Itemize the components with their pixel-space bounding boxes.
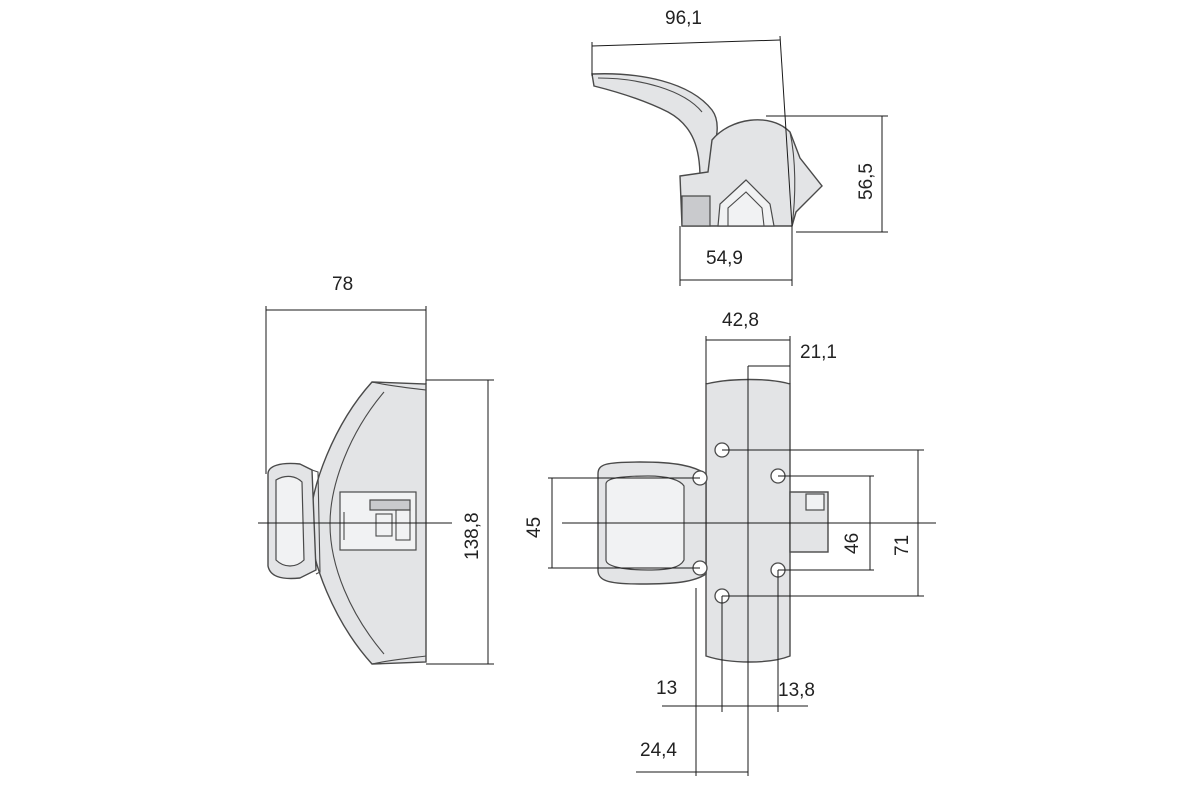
dim-offset-right-hole: 13,8 xyxy=(778,680,815,701)
dim-depth: 78 xyxy=(332,274,353,295)
dim-handle-hole-spacing: 45 xyxy=(524,517,545,538)
dim-height-side: 138,8 xyxy=(462,512,483,560)
dim-inner-hole-spacing: 46 xyxy=(842,533,863,554)
top-view-arch xyxy=(717,179,775,227)
dim-offset-left-hole: 13 xyxy=(656,678,677,699)
dim-body-width: 42,8 xyxy=(722,310,759,331)
front-view: 42,8 21,1 45 46 71 13 13,8 24,4 xyxy=(524,310,936,776)
dim-outer-hole-spacing: 71 xyxy=(892,535,913,556)
dim-base-width: 54,9 xyxy=(706,248,743,269)
dim-offset-body-edge: 24,4 xyxy=(640,740,677,761)
dim-half-width: 21,1 xyxy=(800,342,837,363)
dim-height-top: 56,5 xyxy=(856,163,877,200)
dim-overall-length: 96,1 xyxy=(665,8,702,29)
top-view-lever xyxy=(591,73,718,179)
top-view-base-step xyxy=(681,195,711,227)
side-view: 78 138,8 xyxy=(258,274,494,665)
top-view: 96,1 56,5 54,9 xyxy=(591,8,888,286)
